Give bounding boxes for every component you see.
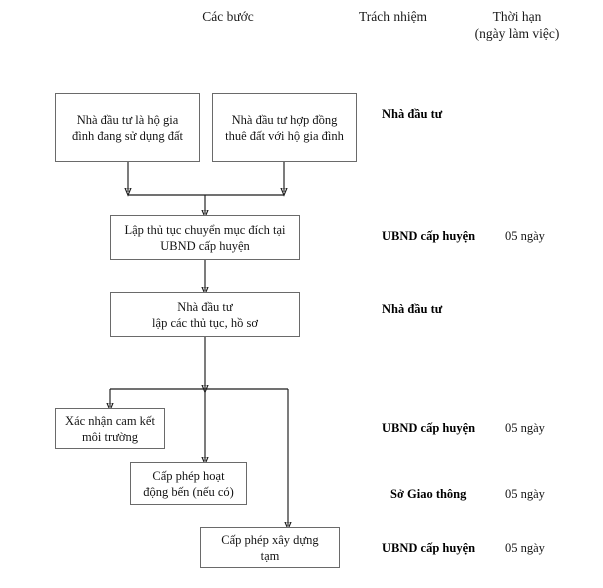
node-temporary-build-permit: Cấp phép xây dựng tạm [200, 527, 340, 568]
node-environment-commitment: Xác nhận cam kết môi trường [55, 408, 165, 449]
node-line-2: môi trường [81, 429, 139, 444]
deadline-row-transport-dept: 05 ngày [505, 487, 545, 501]
column-header-responsibility: Trách nhiệm [358, 9, 428, 24]
column-header-deadline-line2: (ngày làm việc) [474, 26, 560, 41]
node-line-2: động bến (nếu có) [143, 484, 234, 499]
responsibility-row-investor-dossier: Nhà đầu tư [382, 302, 443, 316]
node-line-2: UBND cấp huyện [160, 238, 250, 253]
column-header-deadline-line1: Thời hạn [492, 9, 542, 24]
responsibility-row-environment: UBND cấp huyện [382, 421, 476, 435]
node-investor-prepare-dossier: Nhà đầu tư lập các thủ tục, hồ sơ [110, 292, 300, 337]
node-line-2: lập các thủ tục, hồ sơ [152, 315, 258, 330]
deadline-row-land-use-change: 05 ngày [505, 229, 545, 243]
node-investor-lease-contract: Nhà đầu tư hợp đồng thuê đất với hộ gia … [212, 93, 357, 162]
node-line-1: Nhà đầu tư là hộ gia [76, 112, 179, 127]
deadline-row-build-permit: 05 ngày [505, 541, 545, 555]
node-line-1: Lập thủ tục chuyển mục đích tại [124, 222, 286, 237]
node-line-1: Cấp phép hoạt [152, 468, 225, 483]
node-investor-household: Nhà đầu tư là hộ gia đình đang sử dụng đ… [55, 93, 200, 162]
responsibility-row-transport-dept: Sở Giao thông [390, 487, 467, 501]
node-line-1: Xác nhận cam kết [65, 413, 155, 428]
column-header-steps: Các bước [202, 9, 254, 24]
node-land-use-change: Lập thủ tục chuyển mục đích tại UBND cấp… [110, 215, 300, 260]
node-line-2: thuê đất với hộ gia đình [225, 128, 344, 143]
node-line-1: Cấp phép xây dựng [221, 532, 319, 547]
responsibility-row-build-permit: UBND cấp huyện [382, 541, 476, 555]
responsibility-row-land-use-change: UBND cấp huyện [382, 229, 476, 243]
node-line-1: Nhà đầu tư hợp đồng [231, 112, 338, 127]
node-line-2: đình đang sử dụng đất [72, 128, 183, 143]
responsibility-row-investor: Nhà đầu tư [382, 107, 443, 121]
node-line-2: tạm [260, 548, 280, 563]
node-line-1: Nhà đầu tư [177, 299, 233, 314]
deadline-row-environment: 05 ngày [505, 421, 545, 435]
node-wharf-operation-license: Cấp phép hoạt động bến (nếu có) [130, 462, 247, 505]
